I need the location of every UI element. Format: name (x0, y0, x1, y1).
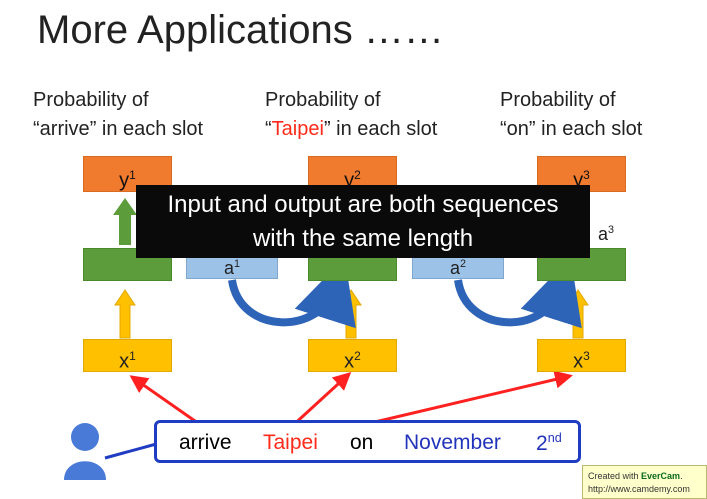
slide-title: More Applications …… (37, 8, 444, 52)
red-arrow-taipei (288, 371, 352, 430)
prob-label-3-line2: “on” in each slot (500, 115, 642, 144)
caption-overlay: Input and output are both sequences with… (136, 185, 590, 258)
a-label: a (598, 224, 609, 244)
yellow-arrow-1 (114, 289, 136, 339)
a-sup: 2 (460, 258, 467, 270)
x-label: x (573, 350, 584, 373)
watermark-suffix: . (680, 471, 683, 481)
recurrent-arrow-1 (228, 257, 356, 329)
word-november: November (404, 431, 501, 454)
caption-line-1: Input and output are both sequences (167, 191, 559, 218)
quote-open: “ (265, 118, 272, 140)
prob-label-2: Probability of “Taipei” in each slot (265, 86, 437, 144)
prob-label-3: Probability of “on” in each slot (500, 86, 642, 144)
quote-open: “ (33, 118, 40, 140)
x-label: x (119, 350, 130, 373)
word-arrive: arrive (179, 431, 232, 454)
prob-label-3-line1: Probability of (500, 89, 616, 111)
y-label: y (119, 169, 130, 192)
x-label: x (344, 350, 355, 373)
y-sup: 3 (583, 168, 590, 182)
a-label: a (223, 258, 234, 278)
watermark-line-1: Created with EverCam. (588, 470, 701, 483)
user-icon (64, 423, 106, 480)
quote-open: “ (500, 118, 507, 140)
a-label: a (449, 258, 460, 278)
word-2nd: 2nd (536, 431, 562, 456)
quote-close-suffix: ” in each slot (323, 118, 438, 140)
quote-close-suffix: ” in each slot (89, 118, 204, 140)
prob-word-arrive: arrive (39, 118, 90, 140)
prob-word-on: on (506, 118, 529, 140)
prob-label-1: Probability of “arrive” in each slot (33, 86, 203, 144)
caption-line-2: with the same length (252, 225, 474, 252)
x-box-3: x3 (537, 339, 626, 373)
word-on: on (350, 431, 374, 454)
word-2nd-num: 2 (536, 432, 548, 455)
y-sup: 1 (129, 168, 136, 182)
quote-close-suffix: ” in each slot (528, 118, 643, 140)
hidden-box-1 (83, 248, 172, 281)
user-connector (104, 441, 161, 460)
a-sup: 1 (234, 258, 241, 270)
x-sup: 1 (129, 349, 136, 363)
prob-label-1-line2: “arrive” in each slot (33, 115, 203, 144)
prob-label-2-line1: Probability of (265, 89, 381, 111)
watermark-brand: EverCam (641, 471, 681, 481)
x-sup: 2 (354, 349, 361, 363)
word-taipei: Taipei (263, 431, 318, 454)
yellow-arrow-3 (567, 289, 589, 339)
word-2nd-sup: nd (547, 431, 562, 445)
prob-label-2-line2: “Taipei” in each slot (265, 115, 437, 144)
prob-word-taipei: Taipei (271, 118, 324, 140)
green-arrow-1 (113, 198, 137, 245)
yellow-arrow-2 (340, 289, 362, 339)
evercam-watermark[interactable]: Created with EverCam. http://www.camdemy… (582, 465, 707, 499)
x-sup: 3 (583, 349, 590, 363)
watermark-url[interactable]: http://www.camdemy.com (588, 484, 690, 494)
y-label: y (573, 169, 584, 192)
x-box-2: x2 (308, 339, 397, 373)
y-label: y (344, 169, 355, 192)
a-sup: 3 (608, 224, 615, 236)
red-arrow-arrive (129, 375, 206, 430)
recurrent-arrow-2 (454, 257, 582, 329)
watermark-prefix: Created with (588, 471, 642, 481)
a3-label: a3 (598, 224, 614, 245)
x-box-1: x1 (83, 339, 172, 373)
prob-label-1-line1: Probability of (33, 89, 149, 111)
input-sentence-box: arrive Taipei on November 2nd (154, 420, 581, 463)
red-arrow-on (361, 370, 573, 427)
y-sup: 2 (354, 168, 361, 182)
